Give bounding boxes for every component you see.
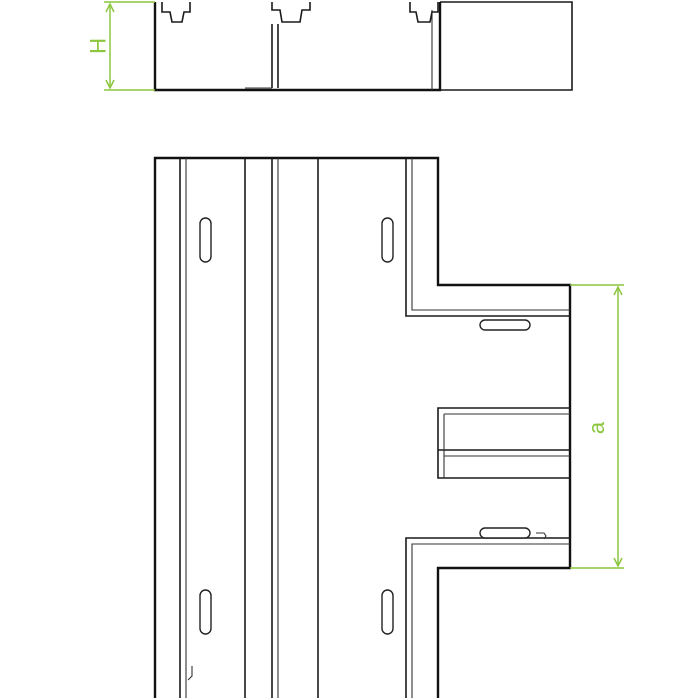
- side-view-clip-left: [161, 2, 191, 23]
- height-arrow-bottom: [105, 79, 115, 90]
- slot-left-top: [199, 217, 212, 263]
- width-arrow-top: [613, 285, 623, 296]
- slot-branch-bottom: [479, 527, 531, 539]
- hook-detail-branch: [536, 532, 547, 540]
- top-view-main-run: [153, 156, 572, 698]
- branch-inner-wall-bottom-2: [411, 543, 570, 698]
- width-arrow-bottom: [613, 557, 623, 568]
- height-arrow-top: [105, 2, 115, 13]
- slot-right-bottom: [381, 589, 394, 635]
- side-view-clip-center: [271, 2, 311, 23]
- top-view: [153, 156, 572, 698]
- side-view-divider: [271, 24, 279, 88]
- height-label: H: [85, 38, 110, 54]
- branch-divider: [437, 407, 570, 479]
- height-dimension: H: [85, 1, 155, 91]
- width-label: a: [584, 421, 609, 434]
- branch-inner-wall-top: [405, 158, 570, 317]
- side-view-body: [153, 2, 442, 92]
- slot-left-bottom: [199, 589, 212, 635]
- slot-right-top: [381, 217, 394, 263]
- side-view-end-cap: [440, 1, 573, 91]
- width-dimension: a: [570, 284, 624, 569]
- side-view-clip-right: [409, 2, 439, 23]
- side-view: [153, 1, 573, 92]
- slot-branch-top: [479, 319, 531, 331]
- hook-detail-run: [187, 666, 193, 681]
- branch-inner-wall-bottom: [405, 537, 570, 698]
- branch-inner-wall-top-2: [411, 158, 570, 311]
